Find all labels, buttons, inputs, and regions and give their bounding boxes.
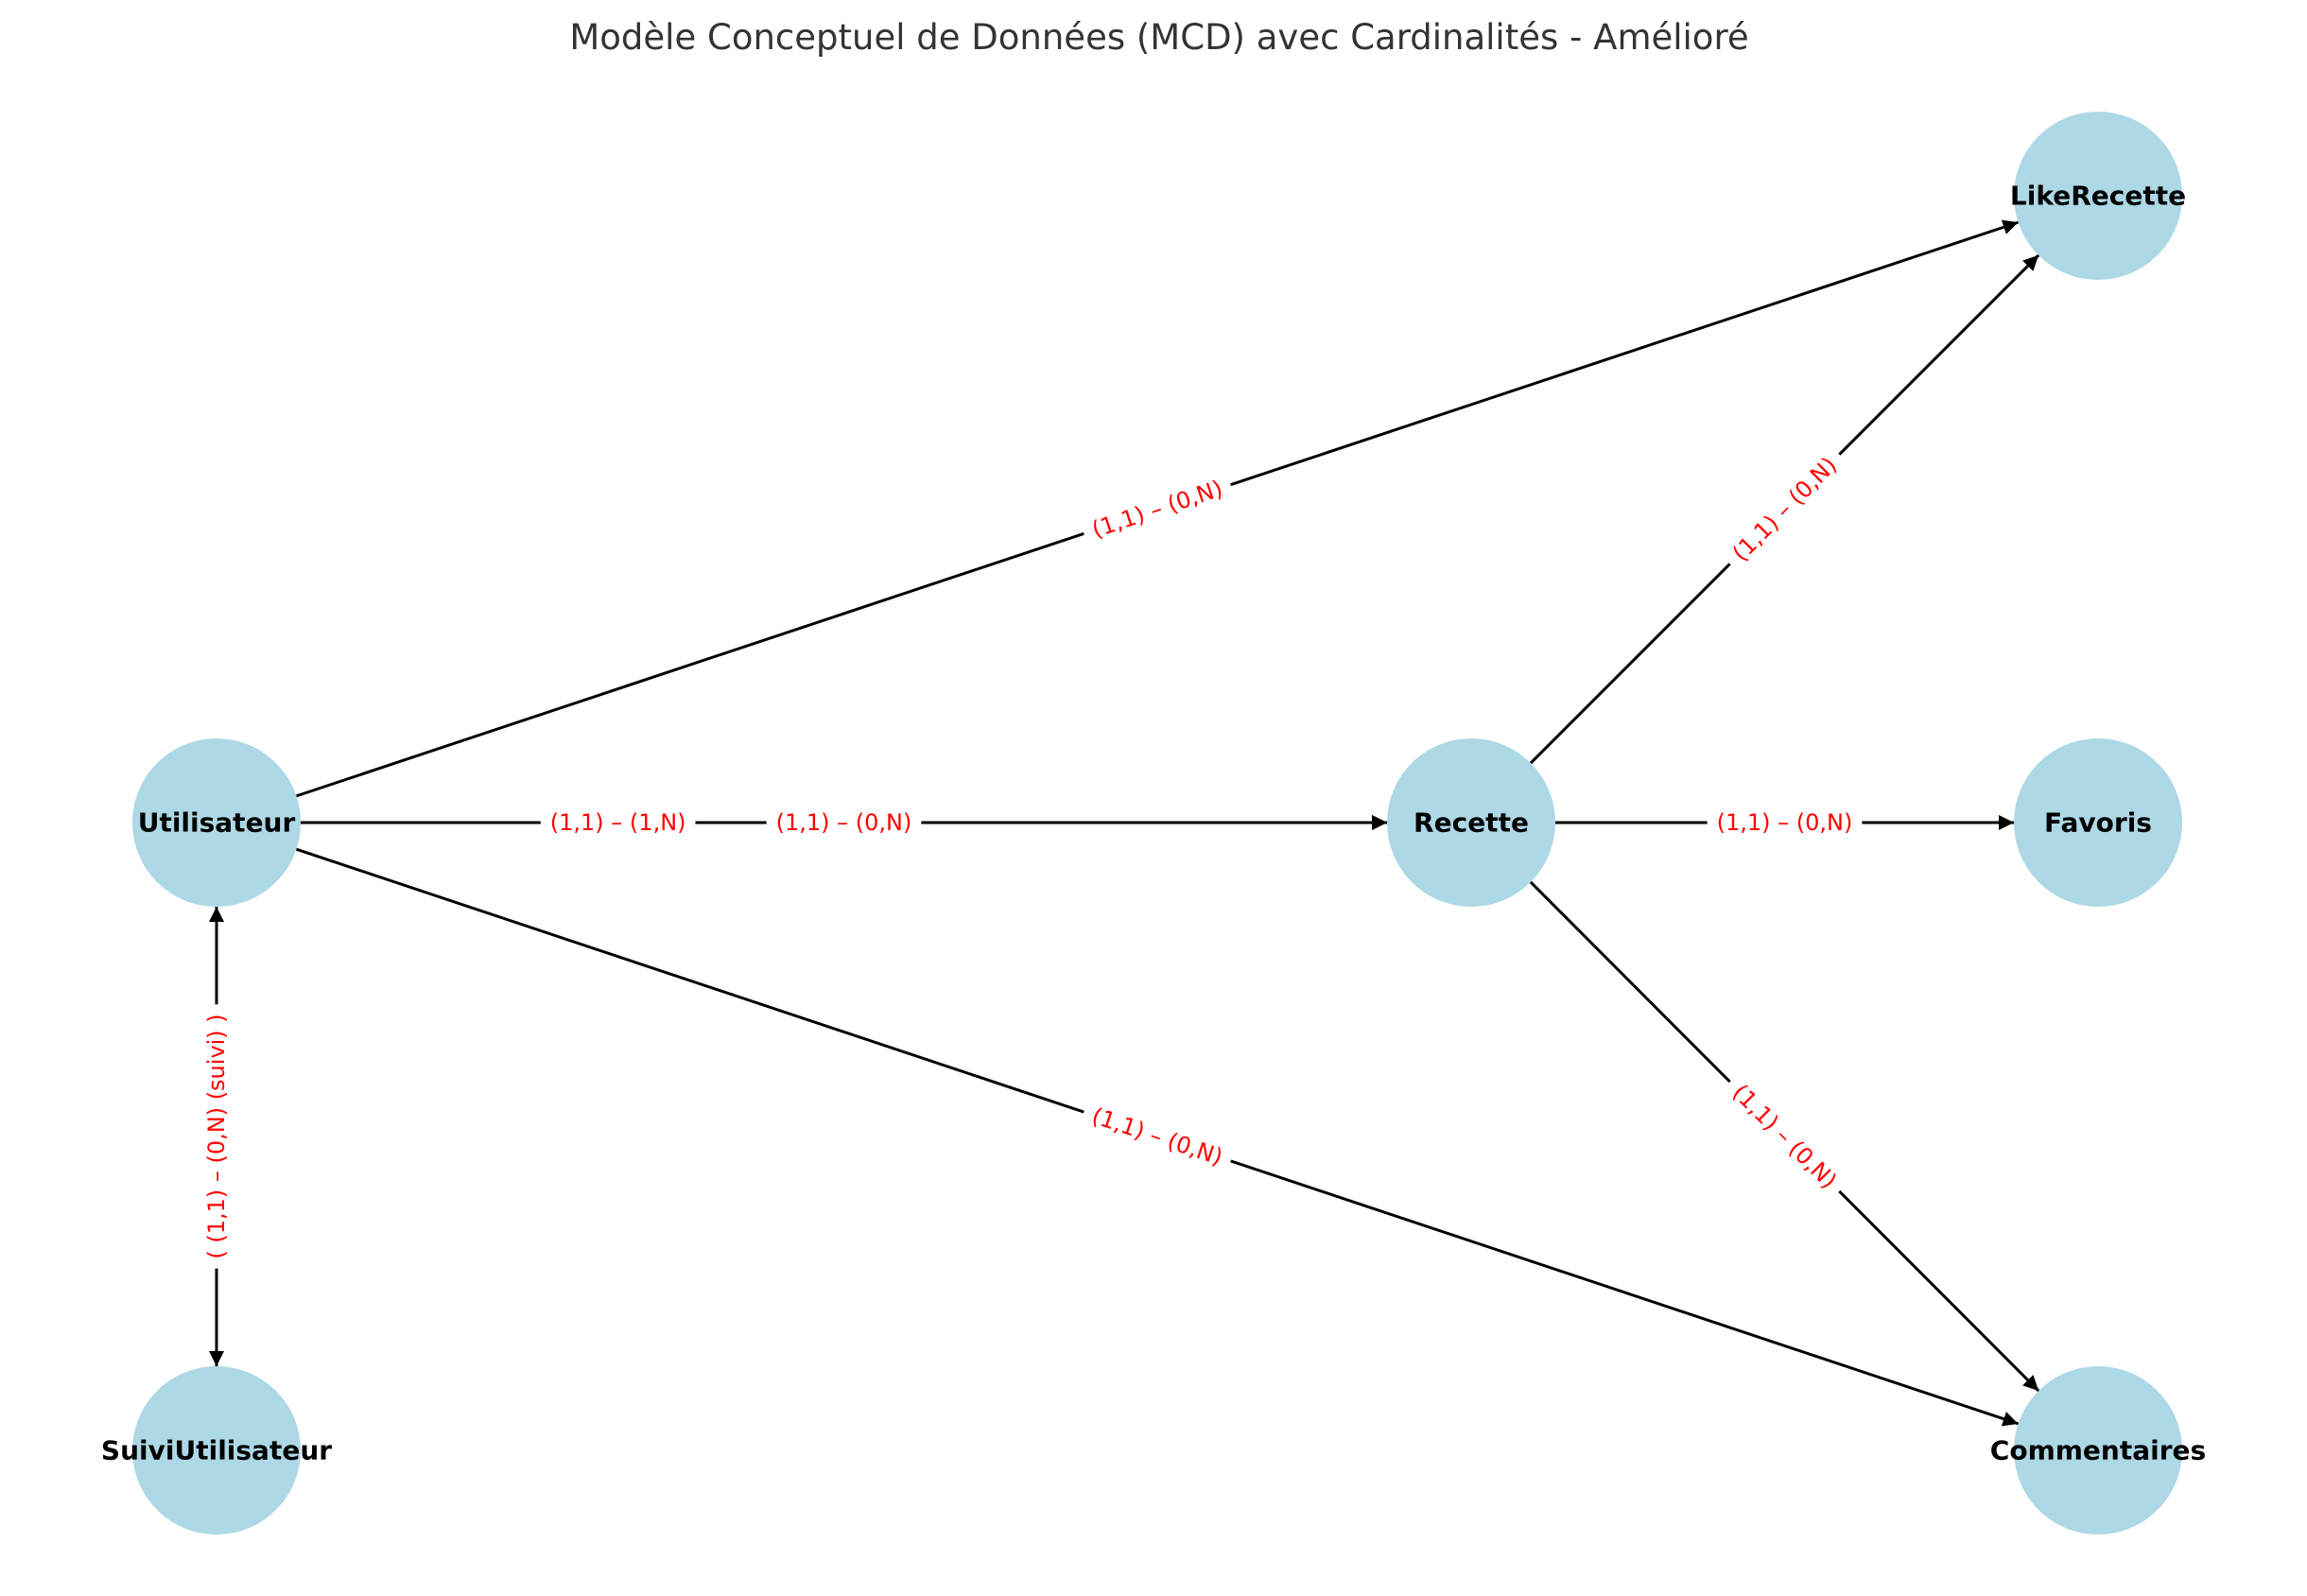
- entity-node-suiviutilisateur: SuiviUtilisateur: [101, 1366, 332, 1535]
- edge-label-utilisateur-likerecette: (1,1) – (0,N): [1078, 469, 1237, 549]
- edge-label-text: (1,1) – (0,N): [1727, 452, 1842, 566]
- edge-label-suivi-utilisateur: ( (1,1) – (0,N) (suivi) ): [200, 1004, 233, 1269]
- entity-circle: [2014, 1366, 2182, 1535]
- edge-label-utilisateur-recette-b: (1,1) – (0,N): [766, 807, 922, 839]
- edge-label-background: [1718, 1070, 1851, 1203]
- entity-circle: [2014, 112, 2182, 280]
- edge-label-background: [766, 807, 922, 839]
- edge-labels-layer: (1,1) – (0,N) (1,1) – (1,N) (1,1) – (0,N) (…: [200, 442, 1863, 1269]
- entity-label: Utilisateur: [138, 807, 296, 839]
- edge-label-background: [540, 807, 696, 839]
- entity-label: Favoris: [2044, 807, 2152, 839]
- nodes-layer: Utilisateur Recette LikeRecetteFavorisComm…: [101, 112, 2206, 1535]
- entity-circle: [1387, 738, 1555, 907]
- edge-label-recette-favoris: (1,1) – (0,N): [1707, 807, 1863, 839]
- edge-label-utilisateur-recette-a: (1,1) – (1,N): [540, 807, 696, 839]
- edge-label-text: (1,1) – (0,N): [1717, 809, 1853, 836]
- edge-label-utilisateur-commentaires: (1,1) – (0,N): [1078, 1096, 1237, 1177]
- entity-label: Recette: [1414, 807, 1529, 839]
- edge-label-text: (1,1) – (0,N): [1727, 1079, 1842, 1193]
- edge-label-background: [1078, 1096, 1237, 1177]
- edge-label-background: [1707, 807, 1863, 839]
- edge-label-background: [200, 1004, 233, 1269]
- entity-label: Commentaires: [1990, 1435, 2206, 1466]
- entity-node-likerecette: LikeRecette: [2010, 112, 2186, 280]
- diagram-title: Modèle Conceptuel de Données (MCD) avec …: [569, 17, 1748, 58]
- entity-node-recette: Recette: [1387, 738, 1555, 907]
- edge-label-recette-likerecette: (1,1) – (0,N): [1718, 442, 1851, 576]
- edge-label-text: ( (1,1) – (0,N) (suivi) ): [203, 1014, 230, 1258]
- edge-label-background: [1078, 469, 1237, 549]
- edge-label-background: [1718, 442, 1851, 576]
- entity-node-favoris: Favoris: [2014, 738, 2182, 907]
- edge-label-text: (1,1) – (1,N): [550, 809, 686, 836]
- entity-node-commentaires: Commentaires: [1990, 1366, 2206, 1535]
- entity-circle: [2014, 738, 2182, 907]
- entity-label: LikeRecette: [2010, 181, 2186, 212]
- entity-circle: [132, 738, 301, 907]
- entity-label: SuiviUtilisateur: [101, 1435, 332, 1466]
- entity-circle: [132, 1366, 301, 1535]
- edge-label-text: (1,1) – (0,N): [776, 809, 912, 836]
- entity-node-utilisateur: Utilisateur: [132, 738, 301, 907]
- edge-label-recette-commentaires: (1,1) – (0,N): [1718, 1070, 1851, 1203]
